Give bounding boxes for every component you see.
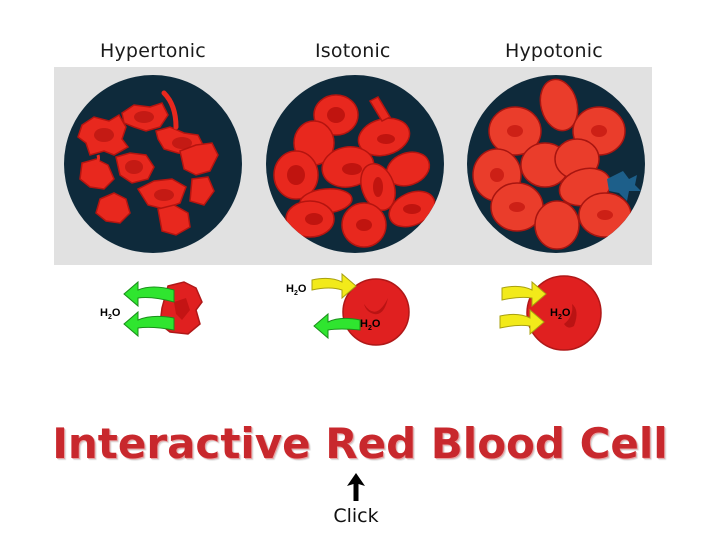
interactive-red-blood-cell-link[interactable]: Interactive Red Blood Cell xyxy=(52,419,668,468)
isotonic-osmosis-diagram: H2O H2O xyxy=(280,268,430,358)
arrow-up-icon xyxy=(344,472,368,502)
heading-hypotonic: Hypotonic xyxy=(505,40,603,62)
water-in-out-arrows-icon xyxy=(311,272,361,340)
water-in-arrows-icon xyxy=(499,280,547,336)
crenated-cells-icon xyxy=(77,90,219,236)
hypotonic-osmosis-diagram: H2O xyxy=(490,268,640,358)
swollen-cells-icon xyxy=(472,78,641,250)
water-label-outside: H2O xyxy=(286,283,307,297)
hypertonic-osmosis-diagram: H2O xyxy=(90,268,240,358)
hypotonic-cells-image xyxy=(467,75,645,253)
water-label-inside: H2O xyxy=(360,318,381,332)
water-label: H2O xyxy=(100,307,121,321)
heading-isotonic: Isotonic xyxy=(315,40,391,62)
isotonic-cells-image xyxy=(266,75,444,253)
normal-cells-icon xyxy=(273,94,436,248)
click-hint: Click xyxy=(333,505,379,527)
water-label: H2O xyxy=(550,307,571,321)
water-out-arrows-icon xyxy=(123,280,175,338)
hypertonic-cells-image xyxy=(64,75,242,253)
heading-hypertonic: Hypertonic xyxy=(100,40,206,62)
